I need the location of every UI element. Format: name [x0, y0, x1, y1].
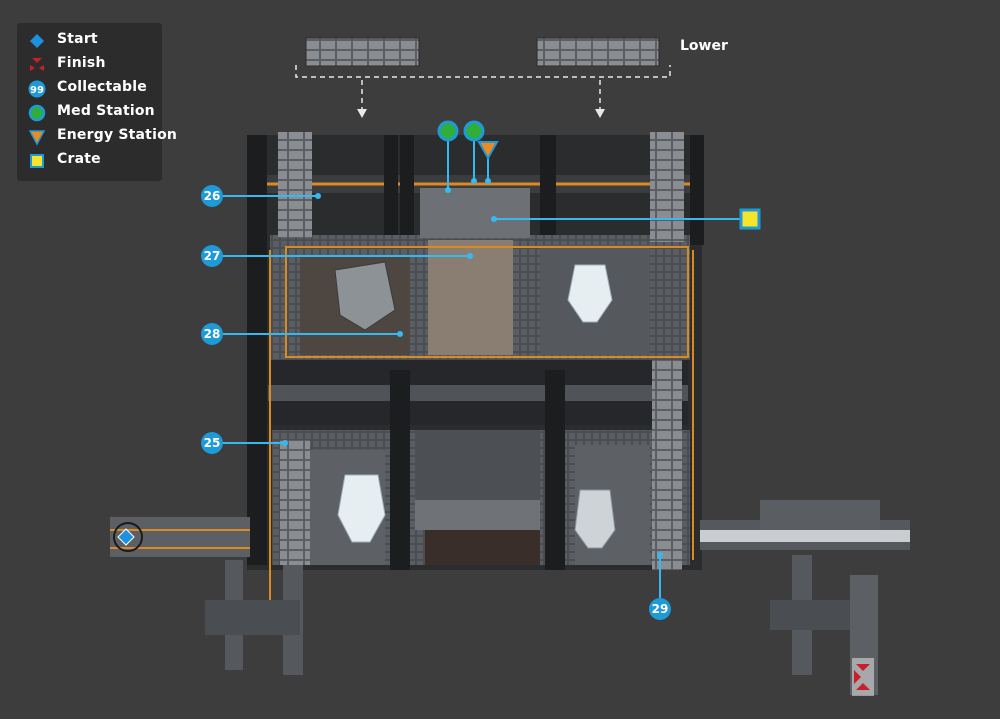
red-arrows-icon — [30, 58, 44, 71]
orange-triangle-icon — [28, 130, 46, 146]
legend-item-med-station: Med Station — [17, 101, 162, 123]
collectable-number: 28 — [204, 327, 221, 341]
legend-item-crate: Crate — [17, 149, 162, 171]
collectable-number: 26 — [204, 189, 221, 203]
legend-label: Med Station — [57, 103, 155, 119]
legend-label: Start — [57, 31, 98, 47]
collectable-marker-26[interactable]: 26 — [201, 185, 321, 207]
legend-item-collectable: 99 Collectable — [17, 77, 162, 99]
start-marker[interactable] — [113, 522, 143, 552]
collectable-number: 25 — [204, 436, 221, 450]
legend-item-start: Start — [17, 29, 162, 51]
lower-level-preview — [295, 37, 671, 118]
green-circle-icon — [28, 104, 46, 122]
legend-label: Crate — [57, 151, 101, 167]
yellow-square-icon — [30, 154, 44, 168]
legend-label: Collectable — [57, 79, 147, 95]
energy-station-marker[interactable] — [477, 141, 499, 184]
main-facility — [247, 132, 704, 600]
blue-number-badge-icon: 99 — [28, 80, 46, 98]
blue-diamond-icon — [30, 34, 44, 48]
collectable-marker-28[interactable]: 28 — [201, 323, 403, 345]
legend-label: Energy Station — [57, 127, 178, 143]
legend-item-finish: Finish — [17, 53, 162, 75]
crate-marker[interactable] — [491, 208, 761, 230]
map-legend: Start Finish 99 Collectable Med Station … — [17, 23, 177, 181]
legend-label: Finish — [57, 55, 106, 71]
collectable-marker-25[interactable]: 25 — [201, 432, 288, 454]
collectable-marker-27[interactable]: 27 — [201, 245, 473, 267]
collectable-number: 29 — [652, 602, 669, 616]
badge-number: 99 — [30, 85, 44, 96]
legend-item-energy-station: Energy Station — [17, 125, 177, 147]
collectable-marker-29[interactable]: 29 — [649, 552, 671, 620]
finish-walkway — [700, 500, 910, 695]
finish-marker[interactable] — [852, 658, 874, 696]
med-station-marker-1[interactable] — [437, 120, 459, 193]
med-station-marker-2[interactable] — [463, 120, 485, 184]
collectable-number: 27 — [204, 249, 221, 263]
lower-level-label: Lower — [680, 38, 728, 54]
